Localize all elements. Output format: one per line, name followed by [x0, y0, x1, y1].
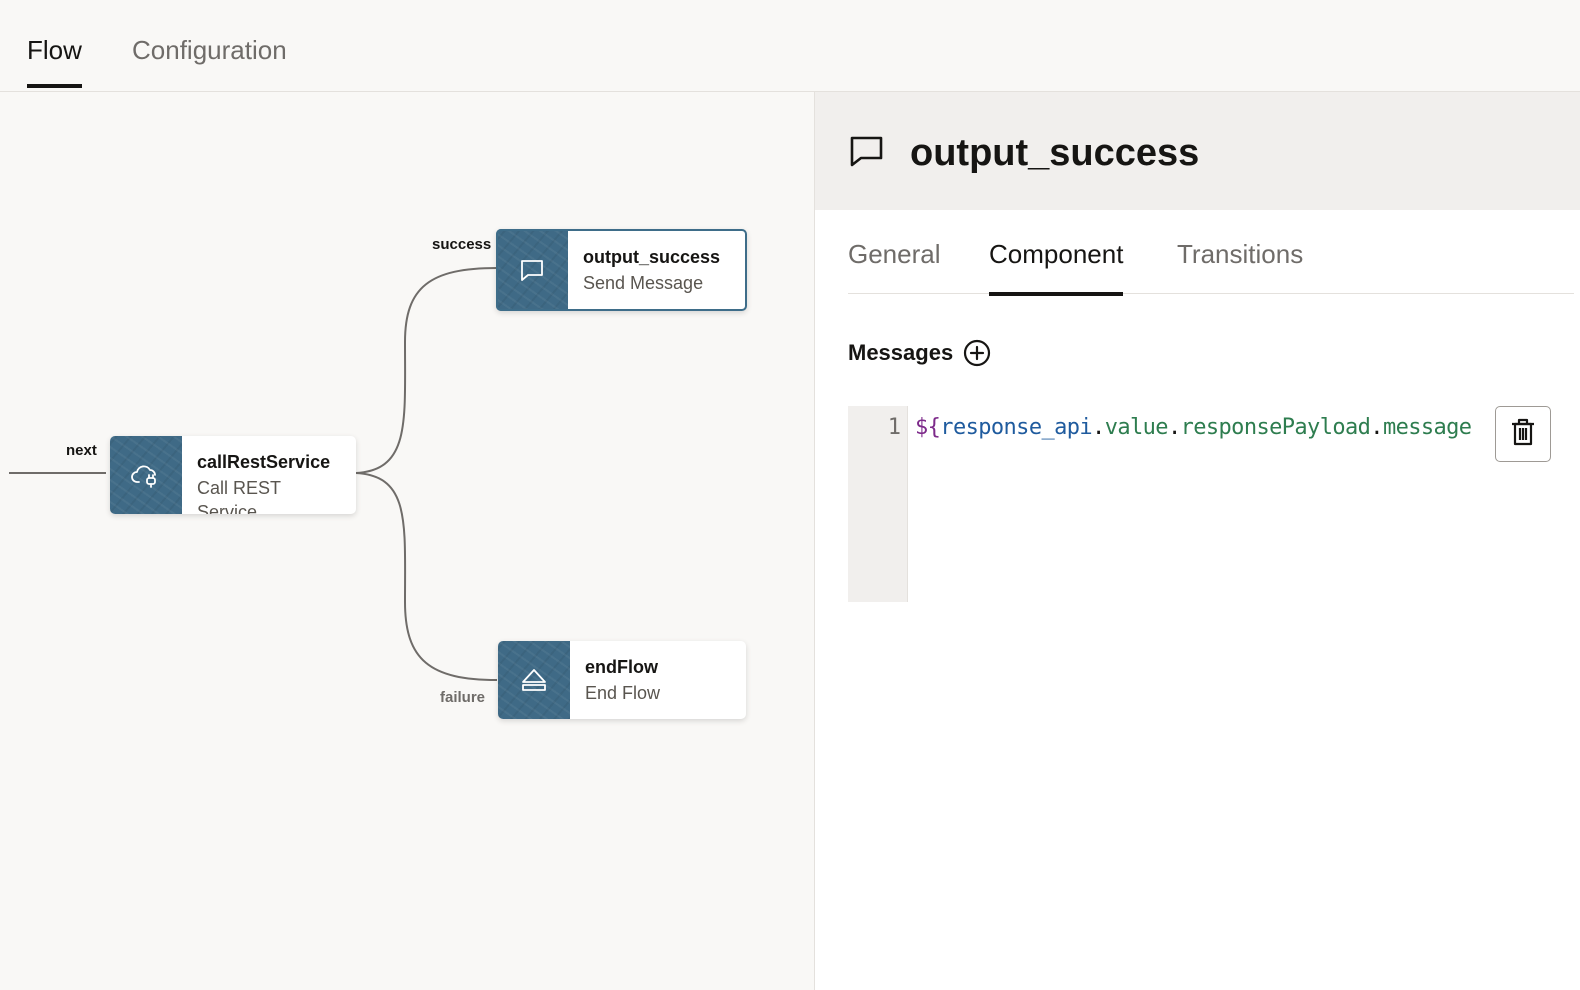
node-text: callRestService Call REST Service [182, 436, 356, 514]
top-tab-bar: Flow Configuration [0, 0, 1580, 92]
code-token: message [1382, 415, 1472, 440]
panel-header: output_success [815, 92, 1580, 210]
code-token: response_api [940, 415, 1093, 440]
node-call-rest-service[interactable]: callRestService Call REST Service [110, 436, 356, 514]
eject-icon [498, 641, 570, 719]
delete-message-button[interactable] [1495, 406, 1551, 462]
node-output-success[interactable]: output_success Send Message [496, 229, 747, 311]
node-end-flow[interactable]: endFlow End Flow [498, 641, 746, 719]
code-line[interactable]: ${response_api.value.responsePayload.mes… [915, 414, 1472, 442]
chat-bubble-icon [496, 229, 568, 311]
tab-configuration[interactable]: Configuration [132, 35, 287, 65]
node-type: Send Message [583, 273, 704, 293]
node-text: endFlow End Flow [570, 641, 674, 719]
edge-failure [355, 472, 498, 681]
code-token: . [1167, 415, 1181, 440]
properties-panel: output_success General Component Transit… [814, 92, 1580, 990]
edge-success [355, 267, 498, 474]
code-token: responsePayload [1180, 415, 1371, 440]
tab-component[interactable]: Component [989, 236, 1124, 296]
plus-circle-icon[interactable] [962, 338, 992, 368]
tab-general[interactable]: General [848, 239, 941, 269]
node-type: End Flow [585, 683, 661, 703]
chat-bubble-icon [849, 134, 885, 175]
code-token: . [1092, 415, 1105, 440]
node-name: callRestService [197, 452, 331, 472]
flow-canvas[interactable]: next success failure callRestService Cal… [0, 92, 814, 990]
node-type: Call REST Service [197, 478, 281, 514]
node-text: output_success Send Message [568, 229, 734, 311]
node-name: output_success [583, 247, 721, 267]
code-token: ${ [915, 415, 941, 440]
message-code-editor[interactable]: 1 ${response_api.value.responsePayload.m… [848, 406, 1508, 602]
flow-edges [9, 267, 498, 681]
tab-flow[interactable]: Flow [27, 30, 82, 88]
panel-title: output_success [910, 132, 1200, 174]
messages-label: Messages [848, 340, 954, 365]
code-token: . [1370, 415, 1383, 440]
trash-icon [1509, 417, 1537, 452]
panel-tab-bar: General Component Transitions [848, 210, 1574, 296]
code-token: value [1104, 415, 1169, 440]
tab-transitions[interactable]: Transitions [1177, 239, 1304, 269]
edge-label-failure: failure [440, 689, 486, 706]
node-name: endFlow [585, 657, 658, 677]
cloud-plug-icon [110, 436, 182, 514]
edge-label-success: success [432, 236, 492, 253]
line-number: 1 [887, 415, 901, 440]
edge-label-next: next [66, 442, 97, 459]
editor-gutter: 1 [848, 406, 908, 602]
